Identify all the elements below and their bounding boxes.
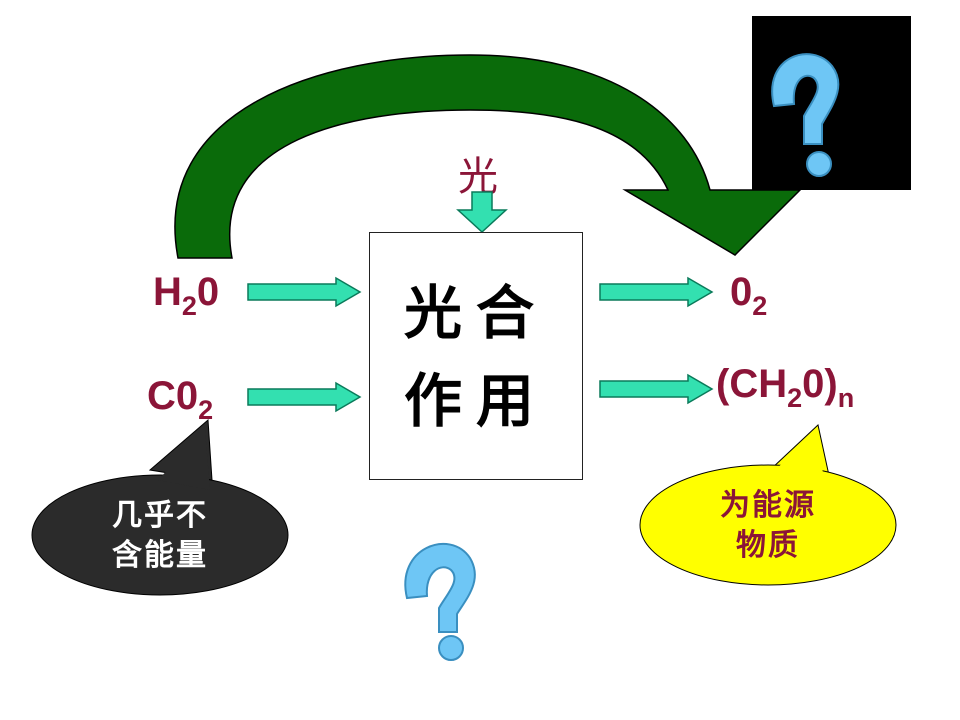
process-box: 光合 作用 [369,232,583,480]
callout-left-text: 几乎不 含能量 [70,496,250,576]
arrow-water-in [247,276,362,308]
process-line-2: 作用 [403,367,548,435]
question-mark-icon [771,53,840,177]
callout-right-text: 为能源 物质 [678,486,858,566]
light-arrow [456,191,508,234]
question-box [752,16,911,190]
process-name: 光合 作用 [370,269,582,445]
co2-label: C02 [147,374,214,425]
callout-right-line-2: 物质 [736,528,800,563]
callout-left-line-1: 几乎不 [112,498,208,533]
arrow-co2-in [247,381,362,413]
carbohydrate-label: (CH20)n [716,362,855,413]
callout-left-line-2: 含能量 [112,538,208,573]
process-line-1: 光合 [403,279,548,347]
question-mark-icon [404,542,476,661]
oxygen-label: 02 [730,270,768,321]
water-label: H20 [153,270,220,321]
arrow-oxygen-out [599,276,714,308]
callout-right-line-1: 为能源 [720,488,816,523]
arrow-carbohydrate-out [599,373,714,405]
